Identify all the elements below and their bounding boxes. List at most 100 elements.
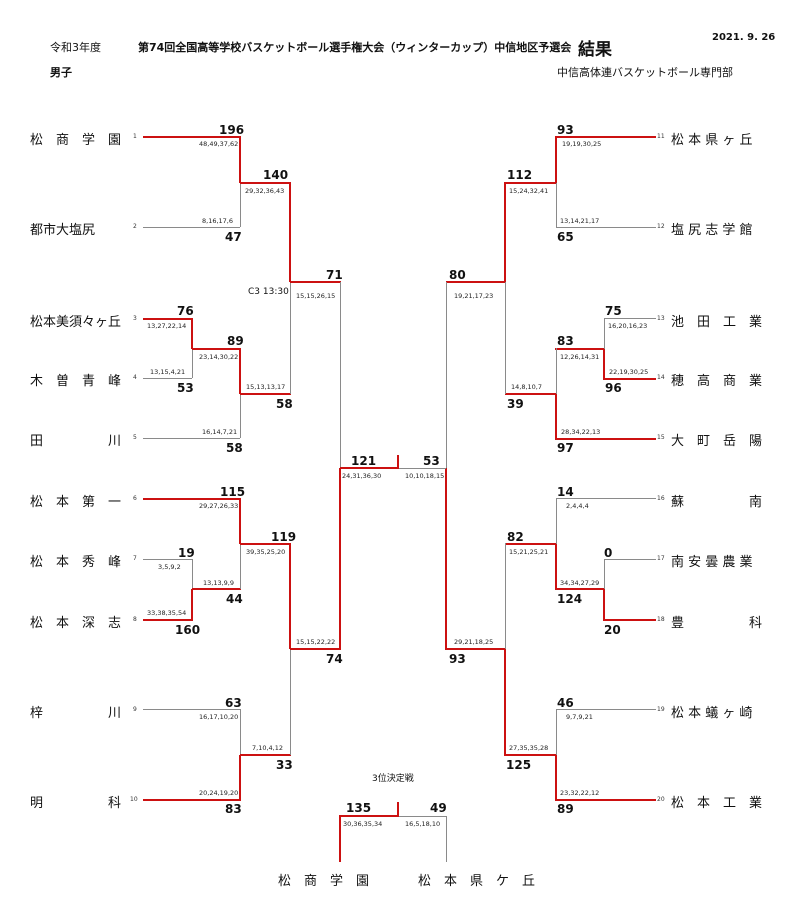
quarter-scores: 23,32,22,12 — [560, 789, 600, 797]
team-name: 明 科 — [30, 796, 122, 811]
score: 63 — [225, 696, 242, 710]
score: 58 — [276, 397, 293, 411]
score: 20 — [604, 623, 621, 637]
bracket-line — [192, 588, 241, 590]
bracket-line — [240, 393, 291, 395]
bracket-line — [504, 182, 506, 282]
bracket-line — [290, 282, 291, 394]
bracket-line — [446, 648, 505, 650]
bracket-line — [556, 709, 557, 755]
bracket-line — [505, 393, 556, 395]
team-number: 18 — [657, 616, 665, 623]
bracket-line — [339, 815, 399, 817]
score: 119 — [271, 530, 297, 544]
bracket-line — [143, 227, 240, 228]
score: 44 — [226, 592, 243, 606]
team-number: 19 — [657, 706, 665, 713]
bracket-line — [446, 282, 447, 468]
team-number: 15 — [657, 434, 665, 441]
bracket-line — [290, 281, 341, 283]
score: 19 — [178, 546, 195, 560]
score: 196 — [219, 123, 245, 137]
bracket-line — [339, 468, 341, 650]
bracket-line — [290, 648, 341, 650]
team-name: 松 商 学 園 — [278, 874, 370, 889]
bracket-line — [289, 543, 291, 649]
bracket-line — [505, 543, 506, 649]
quarter-scores: 8,16,17,6 — [202, 217, 234, 225]
quarter-scores: 13,15,4,21 — [150, 368, 186, 376]
team-name: 都市大塩尻 — [30, 223, 96, 238]
quarter-scores: 13,27,22,14 — [147, 322, 187, 330]
quarter-scores: 30,36,35,34 — [343, 820, 383, 828]
quarter-scores: 20,24,19,20 — [199, 789, 239, 797]
bracket-line — [555, 755, 557, 801]
bracket-line — [604, 318, 605, 349]
tournament-title: 第74回全国高等学校バスケットボール選手権大会（ウィンターカップ）中信地区予選会 — [138, 41, 572, 54]
quarter-scores: 10,10,18,15 — [405, 472, 445, 480]
bracket-line — [340, 467, 399, 469]
quarter-scores: 9,7,9,21 — [566, 713, 593, 721]
score: 135 — [346, 801, 372, 815]
team-number: 11 — [657, 133, 665, 140]
team-name: 松 本 県 ケ 丘 — [418, 874, 536, 889]
quarter-scores: 7,10,4,12 — [252, 744, 284, 752]
third-place-title: 3位決定戦 — [372, 774, 414, 784]
bracket-line — [504, 649, 506, 756]
quarter-scores: 16,20,16,23 — [608, 322, 648, 330]
team-name: 穂 高 商 業 — [671, 374, 763, 389]
score: 82 — [507, 530, 524, 544]
bracket-line — [555, 394, 557, 440]
quarter-scores: 29,21,18,25 — [454, 638, 494, 646]
score: 140 — [263, 168, 289, 182]
score: 74 — [326, 652, 343, 666]
bracket-line — [143, 498, 240, 500]
gender-label: 男子 — [50, 66, 72, 79]
score: 65 — [557, 230, 574, 244]
team-name: 池 田 工 業 — [671, 315, 763, 330]
score: 160 — [175, 623, 201, 637]
bracket-line — [399, 816, 446, 817]
bracket-line — [603, 349, 605, 380]
team-number: 17 — [657, 555, 665, 562]
bracket-line — [240, 544, 241, 589]
bracket-line — [192, 559, 193, 589]
score: 124 — [557, 592, 583, 606]
team-name: 松本美須々ヶ丘 — [30, 315, 122, 330]
score: 89 — [557, 802, 574, 816]
score: 49 — [430, 801, 447, 815]
quarter-scores: 12,26,14,31 — [560, 353, 600, 361]
score: 76 — [177, 304, 194, 318]
score: 75 — [605, 304, 622, 318]
result-heading: 結果 — [578, 40, 612, 60]
quarter-scores: 19,19,30,25 — [562, 140, 602, 148]
team-name: 田 川 — [30, 434, 122, 449]
quarter-scores: 27,35,35,28 — [509, 744, 549, 752]
quarter-scores: 14,8,10,7 — [511, 383, 543, 391]
score: 58 — [226, 441, 243, 455]
bracket-line — [556, 799, 656, 801]
bracket-line — [143, 438, 240, 439]
score: 53 — [423, 454, 440, 468]
bracket-line — [555, 544, 557, 590]
score: 83 — [557, 334, 574, 348]
bracket-line — [239, 755, 241, 801]
bracket-line — [143, 318, 192, 320]
bracket-line — [556, 438, 656, 440]
bracket-line — [556, 183, 557, 227]
quarter-scores: 15,15,22,22 — [296, 638, 336, 646]
team-number: 9 — [133, 706, 137, 713]
score: 93 — [557, 123, 574, 137]
team-name: 大 町 岳 陽 — [671, 434, 763, 449]
bracket-line — [397, 455, 399, 469]
bracket-line — [289, 182, 291, 282]
bracket-line — [604, 559, 656, 560]
bracket-line — [556, 348, 557, 394]
score: 115 — [220, 485, 246, 499]
quarter-scores: 22,19,30,25 — [609, 368, 649, 376]
team-name: 松 本 工 業 — [671, 796, 763, 811]
bracket-line — [239, 136, 241, 183]
score: 89 — [227, 334, 244, 348]
bracket-line — [505, 543, 556, 545]
